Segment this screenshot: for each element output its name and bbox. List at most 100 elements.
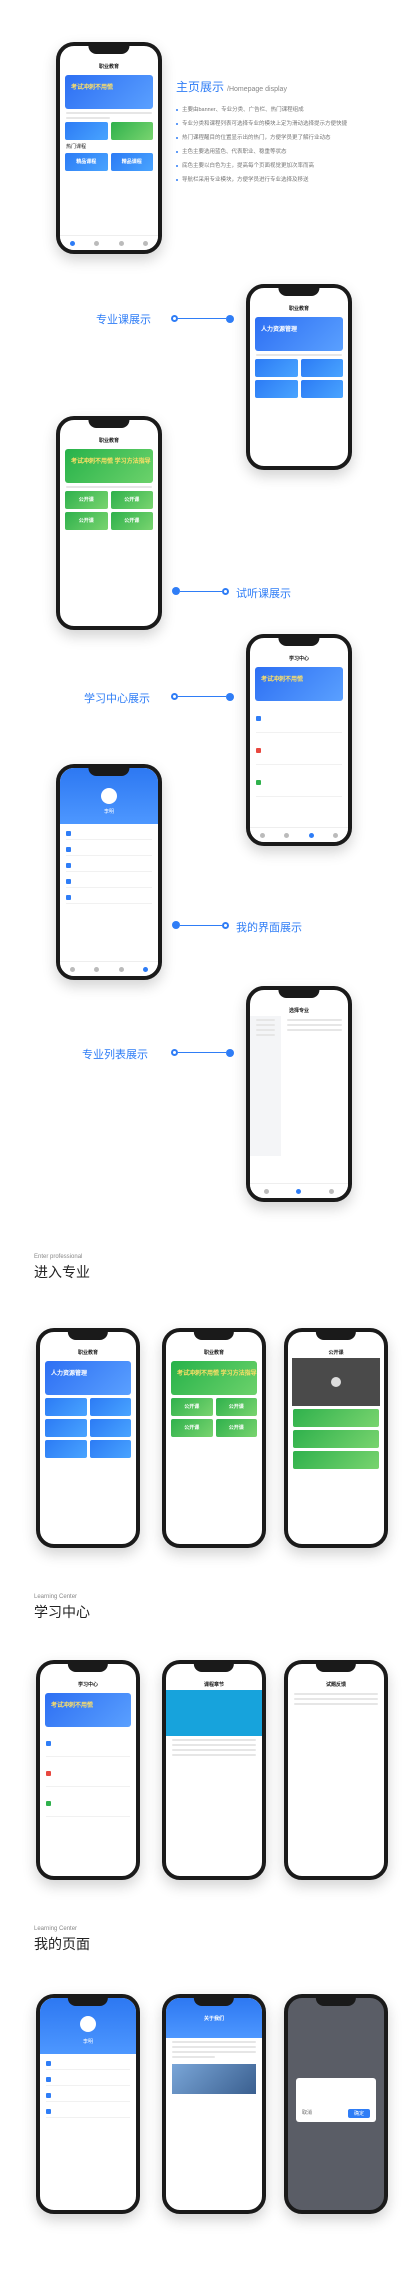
enter-phone-1: 职业教育 人力资源管理 [36,1328,140,1548]
category-item[interactable] [256,1034,276,1036]
learn-banner[interactable]: 考试冲刺不用慌 [45,1693,131,1727]
dialog-cancel-button[interactable]: 取消 [302,2110,313,2116]
menu-icon [46,2108,51,2114]
section-mine: Learning Center 我的页面 [34,1926,90,1954]
homepage-title: 主页展示 [176,80,225,94]
learn-item[interactable] [46,1730,130,1757]
menu-item[interactable] [66,843,152,856]
learn-tab-icon[interactable] [118,966,124,972]
menu-item[interactable] [46,2105,130,2118]
learn-item[interactable] [256,736,342,765]
menu-item[interactable] [46,2057,130,2070]
homepage-phone: 职业教育 考试冲刺不用慌 热门课程 精品课程 精品课程 [56,42,162,254]
mine-tab-icon[interactable] [143,240,149,246]
learn-tab-icon[interactable] [329,1188,335,1194]
trial-card[interactable]: 公开课 [65,512,108,530]
trial-card[interactable]: 公开课 [171,1398,213,1416]
learn-item[interactable] [256,768,342,797]
trial-card[interactable]: 公开课 [110,512,153,530]
learn-tab-icon[interactable] [118,240,124,246]
category-item[interactable] [256,1024,276,1026]
trial-card[interactable]: 公开课 [171,1419,213,1437]
course-card[interactable] [45,1440,87,1458]
major-banner[interactable]: 人力资源管理 [45,1361,131,1395]
homepage-subtitle: /Homepage display [227,86,287,93]
logout-dialog: 取消 确定 [296,2078,376,2122]
course-card[interactable] [45,1398,87,1416]
learn-tab-icon[interactable] [308,832,314,838]
course-card[interactable] [300,380,343,398]
major-banner[interactable]: 人力资源管理 [255,317,343,351]
menu-icon [46,2076,51,2082]
feedback-row[interactable] [294,1698,378,1700]
ad-card[interactable] [65,122,108,140]
trial-card[interactable]: 公开课 [110,491,153,509]
course-card[interactable] [89,1419,131,1437]
play-icon[interactable] [331,1377,341,1387]
screen-title: 职业教育 [77,1350,98,1356]
course-card[interactable]: 精品课程 [110,153,153,171]
learn-item[interactable] [46,1790,130,1817]
ad-card[interactable] [110,122,153,140]
trial-grid: 公开课 公开课 公开课 公开课 [171,1398,257,1437]
course-tab-icon[interactable] [284,832,290,838]
trial-card-label: 公开课 [124,497,140,503]
learn-banner[interactable]: 考试冲刺不用慌 [255,667,343,701]
chapter-row[interactable] [172,1749,256,1751]
course-tab-icon[interactable] [296,1188,302,1194]
category-item[interactable] [256,1029,276,1031]
dialog-confirm-button[interactable]: 确定 [347,2109,370,2118]
feedback-row[interactable] [294,1703,378,1705]
home-tab-icon[interactable] [69,240,75,246]
menu-item[interactable] [66,875,152,888]
my-page-phone: 李明 [56,764,162,980]
course-tab-icon[interactable] [94,966,100,972]
course-tab-icon[interactable] [94,240,100,246]
feedback-row[interactable] [294,1693,378,1695]
learn-item[interactable] [256,704,342,733]
major-item[interactable] [287,1019,342,1021]
trial-banner[interactable]: 考试冲刺不用慌 学习方法指导 [171,1361,257,1395]
course-card[interactable] [255,380,298,398]
section-en: Enter professional [34,1254,83,1260]
home-tab-icon[interactable] [259,832,265,838]
lesson-card[interactable] [293,1430,379,1448]
section-enter: Enter professional 进入专业 [34,1254,90,1282]
bullet-item: 专业分类和课程列表可选择专业的模块上定为滑动选择提示方便快捷 [176,117,406,131]
screen-title: 学习中心 [288,656,309,662]
chapter-row[interactable] [172,1754,256,1756]
menu-item[interactable] [66,827,152,840]
lesson-card[interactable] [293,1451,379,1469]
trial-card[interactable]: 公开课 [215,1398,257,1416]
trial-banner[interactable]: 考试冲刺不用慌 学习方法指导 [65,449,153,483]
course-card[interactable]: 精品课程 [65,153,108,171]
home-banner[interactable]: 考试冲刺不用慌 [65,75,153,109]
course-card[interactable] [300,359,343,377]
trial-card[interactable]: 公开课 [65,491,108,509]
major-item[interactable] [287,1029,342,1031]
course-card[interactable] [255,359,298,377]
avatar[interactable] [101,788,117,804]
mine-tab-icon[interactable] [143,966,149,972]
major-item[interactable] [287,1024,342,1026]
chapter-row[interactable] [172,1739,256,1741]
menu-item[interactable] [66,891,152,904]
course-card[interactable] [45,1419,87,1437]
menu-item[interactable] [46,2073,130,2086]
video-player[interactable] [292,1358,380,1406]
chapter-row[interactable] [172,1744,256,1746]
phone-notch [193,1998,235,2006]
homepage-bullets: 主要由banner、专业分类、广告栏、热门课程组成 专业分类和课程列表可选择专业… [176,103,406,187]
trial-card[interactable]: 公开课 [215,1419,257,1437]
avatar[interactable] [80,2016,96,2032]
lesson-card[interactable] [293,1409,379,1427]
course-card[interactable] [89,1440,131,1458]
menu-item[interactable] [46,2089,130,2102]
mine-tab-icon[interactable] [333,832,339,838]
course-card[interactable] [89,1398,131,1416]
category-item[interactable] [256,1019,276,1021]
menu-item[interactable] [66,859,152,872]
home-tab-icon[interactable] [69,966,75,972]
learn-item[interactable] [46,1760,130,1787]
home-tab-icon[interactable] [263,1188,269,1194]
